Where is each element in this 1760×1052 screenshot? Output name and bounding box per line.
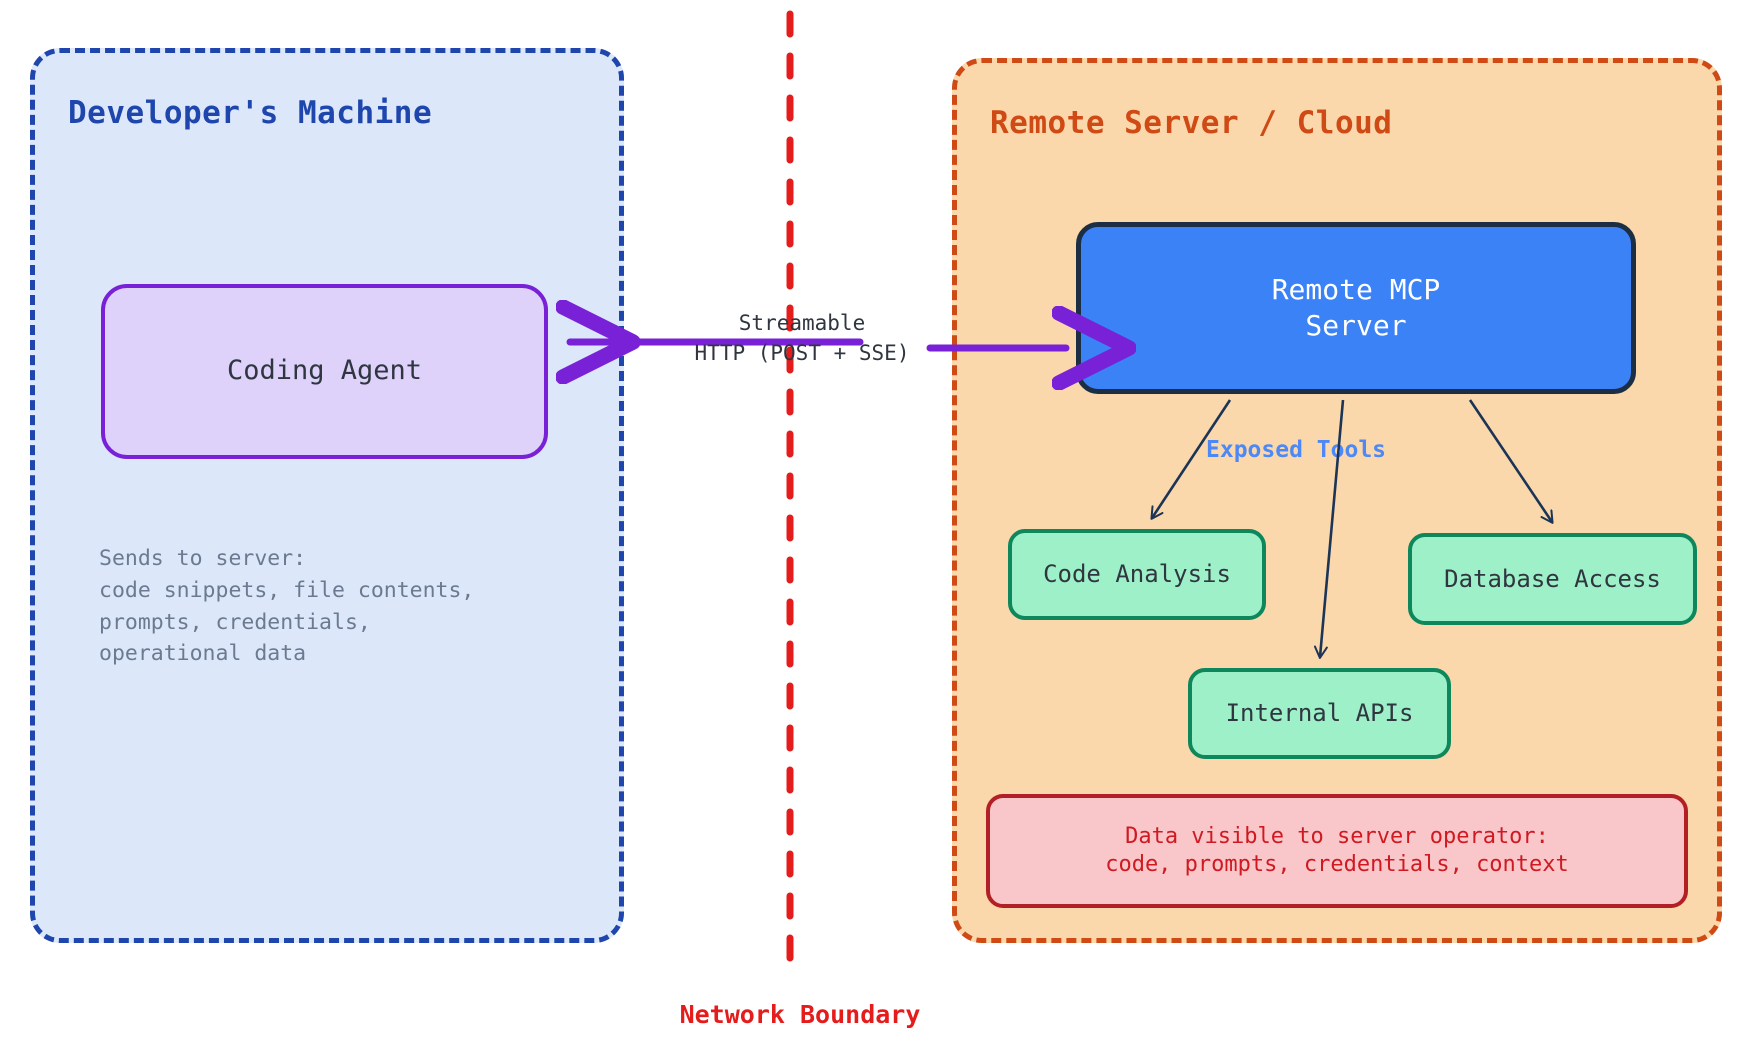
network-boundary-label: Network Boundary [679, 1000, 921, 1029]
exposed-tools-label: Exposed Tools [1206, 437, 1387, 463]
transport-protocol-label: Streamable HTTP (POST + SSE) [694, 311, 910, 365]
node-data-visible-warning: Data visible to server operator: code, p… [986, 794, 1688, 908]
node-remote-mcp-server[interactable]: Remote MCP Server [1076, 222, 1636, 394]
node-tool-database-access[interactable]: Database Access [1408, 533, 1697, 625]
zone-remote-server-title: Remote Server / Cloud [990, 105, 1393, 141]
zone-developers-machine: Developer's Machine [30, 48, 624, 943]
node-tool-code-analysis[interactable]: Code Analysis [1008, 529, 1266, 620]
node-coding-agent[interactable]: Coding Agent [101, 284, 548, 459]
zone-developers-machine-title: Developer's Machine [68, 95, 433, 131]
sends-to-server-note: Sends to server: code snippets, file con… [99, 546, 475, 667]
node-tool-internal-apis[interactable]: Internal APIs [1188, 668, 1451, 759]
